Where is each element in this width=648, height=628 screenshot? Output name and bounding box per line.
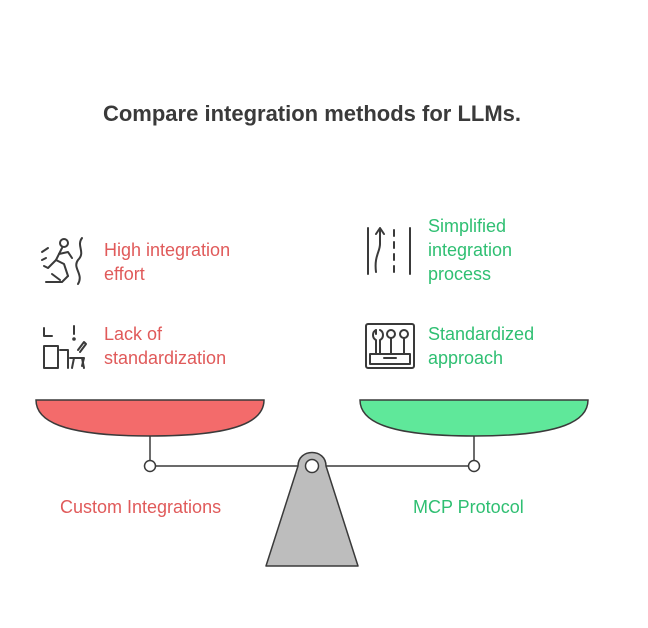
- label-line: approach: [428, 348, 504, 368]
- right-item-simplified-integration: Simplified integration process: [428, 214, 512, 286]
- label-line: standardization: [104, 348, 227, 368]
- label-line: Simplified: [428, 216, 507, 236]
- label-line: effort: [104, 264, 145, 284]
- right-joint: [467, 459, 481, 473]
- toolbox-icon: [362, 320, 418, 372]
- climbing-person-icon: [38, 234, 92, 288]
- label-line: integration: [428, 240, 513, 260]
- page-title: Compare integration methods for LLMs.: [102, 101, 522, 126]
- label-line: Standardized: [428, 324, 535, 344]
- label-line: High integration: [104, 240, 231, 260]
- left-side-name: Custom Integrations: [60, 497, 222, 517]
- scale-stand: [265, 451, 359, 567]
- left-joint: [143, 459, 157, 473]
- label-line: Lack of: [104, 324, 163, 344]
- label-line: process: [428, 264, 492, 284]
- right-side-name: MCP Protocol: [413, 497, 524, 517]
- left-item-lack-of-standardization: Lack of standardization: [104, 322, 226, 370]
- right-item-standardized-approach: Standardized approach: [428, 322, 534, 370]
- left-item-high-integration-effort: High integration effort: [104, 238, 230, 286]
- right-pan: [359, 399, 589, 437]
- pivot: [304, 458, 320, 474]
- left-pan: [35, 399, 265, 437]
- straight-road-icon: [362, 224, 418, 278]
- broken-desk-icon: [38, 322, 92, 372]
